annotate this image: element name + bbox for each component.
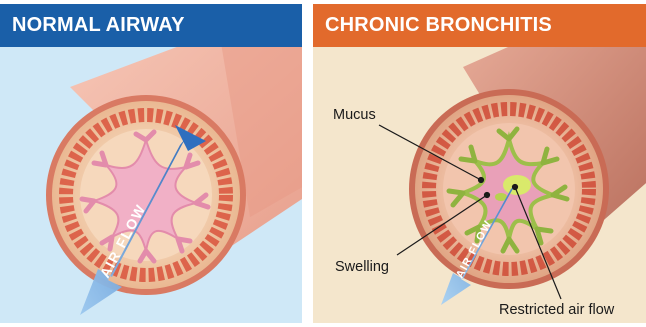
airway-cross-section	[46, 95, 246, 295]
normal-airway-panel: NORMAL AIRWAY	[0, 4, 302, 323]
mucus-dot	[479, 178, 484, 183]
chronic-bronchitis-illustration: AIR FLOW Mucus Swelling Restricted air f…	[313, 47, 646, 323]
swelling-dot	[485, 193, 490, 198]
chronic-bronchitis-header: CHRONIC BRONCHITIS	[313, 4, 646, 47]
normal-airway-header: NORMAL AIRWAY	[0, 4, 302, 47]
mucus-label: Mucus	[333, 107, 376, 123]
restricted-air-flow-label: Restricted air flow	[499, 302, 614, 318]
restricted-dot	[513, 185, 518, 190]
normal-airway-svg: AIR FLOW	[0, 47, 302, 323]
swelling-label: Swelling	[335, 259, 389, 275]
chronic-bronchitis-svg: AIR FLOW	[313, 47, 646, 323]
airway-cross-section	[409, 89, 609, 289]
chronic-bronchitis-panel: CHRONIC BRONCHITIS	[313, 4, 646, 323]
normal-airway-illustration: AIR FLOW	[0, 47, 302, 323]
